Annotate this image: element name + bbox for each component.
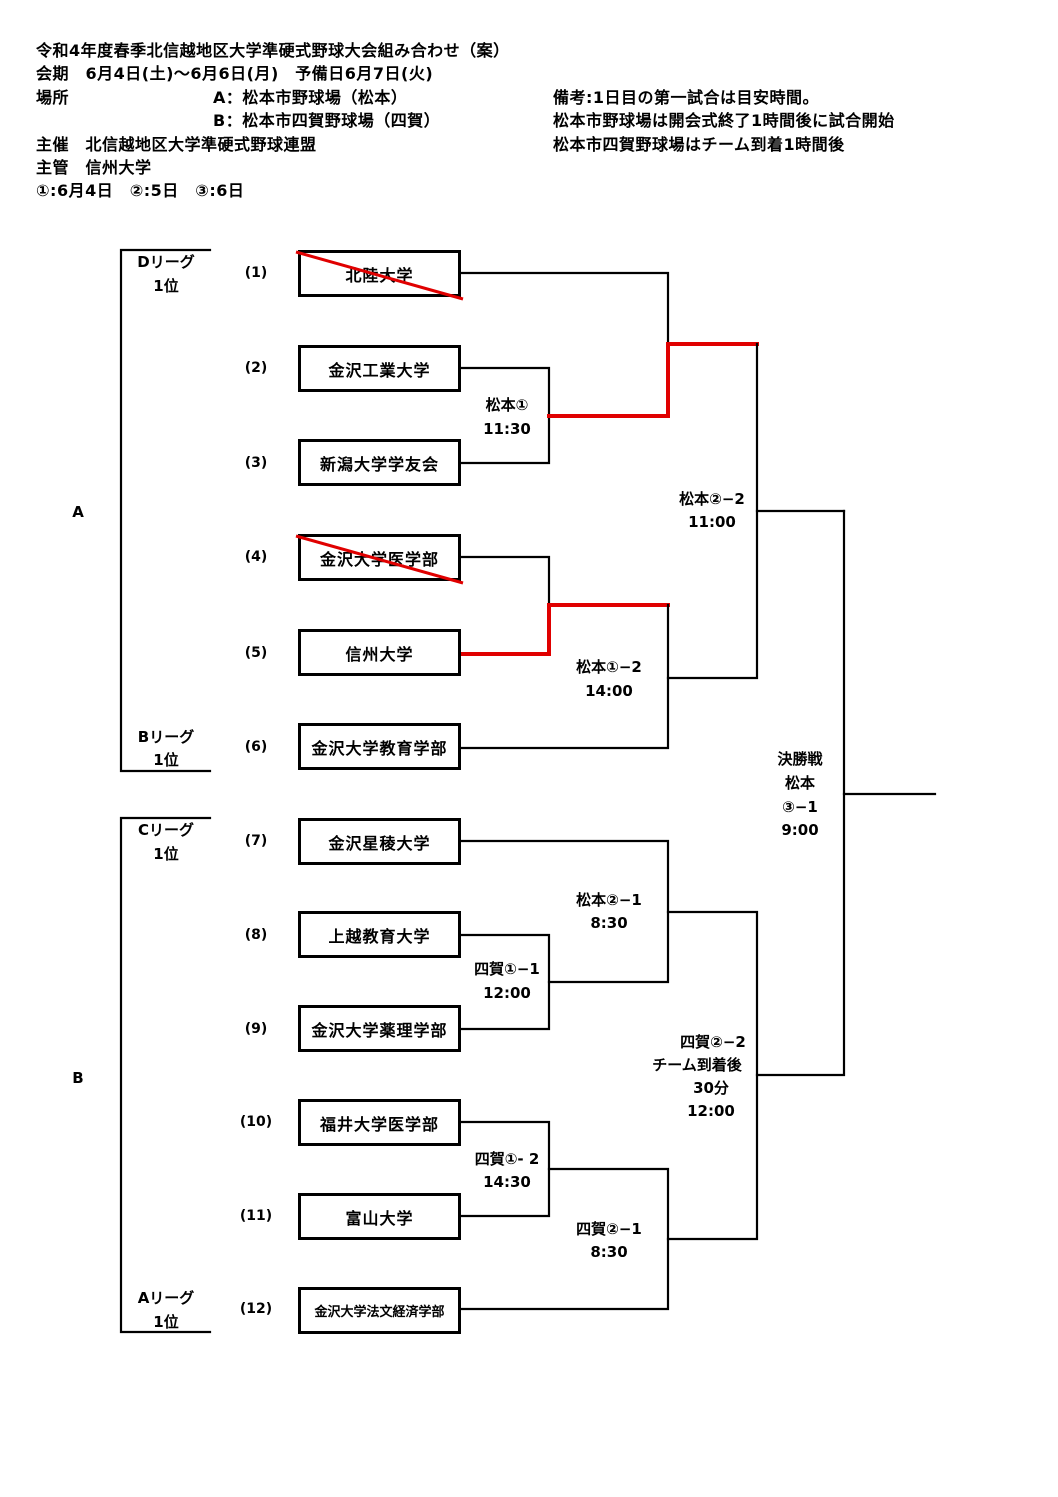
team-box: 金沢大学医学部 (295, 534, 464, 585)
final-venue: 松本 (784, 774, 815, 792)
organizer-text: 主管 信州大学 (36, 158, 152, 177)
block-a-bracket (119, 248, 212, 773)
match-venue: 松本②−2 (679, 490, 745, 508)
league-rank: 1位 (153, 277, 179, 295)
winner-path-matsumoto-1 (547, 342, 759, 418)
match-venue: 松本②−1 (576, 891, 642, 909)
team-name: 金沢大学法文経済学部 (314, 1305, 445, 1320)
withdrawn-strike-icon (295, 250, 464, 301)
match-time: 14:30 (483, 1173, 531, 1191)
seed-number: (5) (244, 645, 268, 661)
period-text: 会期 6月4日(土)～6月6日(月) 予備日6月7日(火) (36, 64, 434, 83)
seed-number: (4) (244, 549, 268, 565)
match-time: 11:30 (483, 420, 531, 438)
page-title: 令和4年度春季北信越地区大学準硬式野球大会組み合わせ（案） (36, 41, 510, 60)
match-time: 8:30 (590, 1243, 628, 1261)
match-venue: 四賀①- 2 (474, 1150, 540, 1168)
seed-number: (11) (239, 1208, 273, 1224)
league-rank: 1位 (153, 751, 179, 769)
seed-number: (8) (244, 927, 268, 943)
final-time: 9:00 (781, 821, 819, 839)
team-box: 新潟大学学友会 (298, 439, 461, 486)
match-time: 11:00 (688, 513, 736, 531)
league-rank: 1位 (153, 845, 179, 863)
seed-number: (6) (244, 739, 268, 755)
team-name: 福井大学医学部 (319, 1114, 439, 1134)
team-name: 信州大学 (345, 644, 414, 664)
league-label: Cリーグ (137, 821, 194, 839)
day-legend: ①:6月4日 ②:5日 ③:6日 (36, 181, 245, 200)
note-line: 松本市野球場は開会式終了1時間後に試合開始 (553, 111, 895, 130)
team-box: 富山大学 (298, 1193, 461, 1240)
venue-label: 場所 (36, 88, 70, 107)
team-box: 金沢大学法文経済学部 (298, 1287, 461, 1334)
match-time: 8:30 (590, 914, 628, 932)
team-box: 上越教育大学 (298, 911, 461, 958)
final-game: ③−1 (782, 798, 818, 816)
line-team4 (459, 555, 551, 607)
seed-number: (9) (244, 1021, 268, 1037)
team-box: 金沢星稜大学 (298, 818, 461, 865)
match-note: チーム到着後 (652, 1056, 742, 1074)
winner-path-team5 (459, 603, 670, 656)
team-box: 金沢大学薬理学部 (298, 1005, 461, 1052)
final-title: 決勝戦 (777, 750, 823, 768)
league-label: Bリーグ (137, 728, 195, 746)
block-label-b: B (72, 1069, 84, 1087)
block-b-bracket (119, 816, 212, 1334)
seed-number: (12) (239, 1301, 273, 1317)
team-name: 金沢大学教育学部 (311, 738, 448, 758)
match-venue: 四賀①−1 (474, 960, 540, 978)
team-name: 金沢工業大学 (328, 360, 431, 380)
line-team1-to-matsumoto-2-2 (459, 271, 670, 346)
match-venue: 松本①−2 (576, 658, 642, 676)
team-name: 金沢星稜大学 (328, 833, 431, 853)
team-box: 福井大学医学部 (298, 1099, 461, 1146)
match-time: 12:00 (483, 984, 531, 1002)
team-box: 金沢工業大学 (298, 345, 461, 392)
team-name: 新潟大学学友会 (319, 454, 439, 474)
league-label: Aリーグ (137, 1289, 195, 1307)
match-venue: 四賀②−2 (680, 1033, 746, 1051)
venue-b: B：松本市四賀野球場（四賀） (213, 111, 441, 130)
venue-a: A：松本市野球場（松本） (213, 88, 408, 107)
seed-number: (7) (244, 833, 268, 849)
league-label: Dリーグ (137, 253, 195, 271)
team-box: 北陸大学 (295, 250, 464, 301)
host-text: 主催 北信越地区大学準硬式野球連盟 (36, 135, 317, 154)
team-box: 信州大学 (298, 629, 461, 676)
block-label-a: A (72, 503, 84, 521)
match-time: 12:00 (687, 1102, 735, 1120)
seed-number: (2) (244, 360, 268, 376)
match-note: 30分 (693, 1079, 729, 1097)
team-name: 富山大学 (345, 1208, 414, 1228)
match-venue: 四賀②−1 (576, 1220, 642, 1238)
withdrawn-strike-icon (295, 534, 464, 585)
seed-number: (3) (244, 455, 268, 471)
match-venue: 松本① (485, 396, 529, 414)
match-time: 14:00 (585, 682, 633, 700)
league-rank: 1位 (153, 1313, 179, 1331)
note-line: 松本市四賀野球場はチーム到着1時間後 (553, 135, 845, 154)
team-box: 金沢大学教育学部 (298, 723, 461, 770)
team-name: 上越教育大学 (328, 926, 431, 946)
seed-number: (1) (244, 265, 268, 281)
note-line: 備考:1日目の第一試合は目安時間。 (553, 88, 820, 107)
team-name: 金沢大学薬理学部 (311, 1020, 448, 1040)
seed-number: (10) (239, 1114, 273, 1130)
